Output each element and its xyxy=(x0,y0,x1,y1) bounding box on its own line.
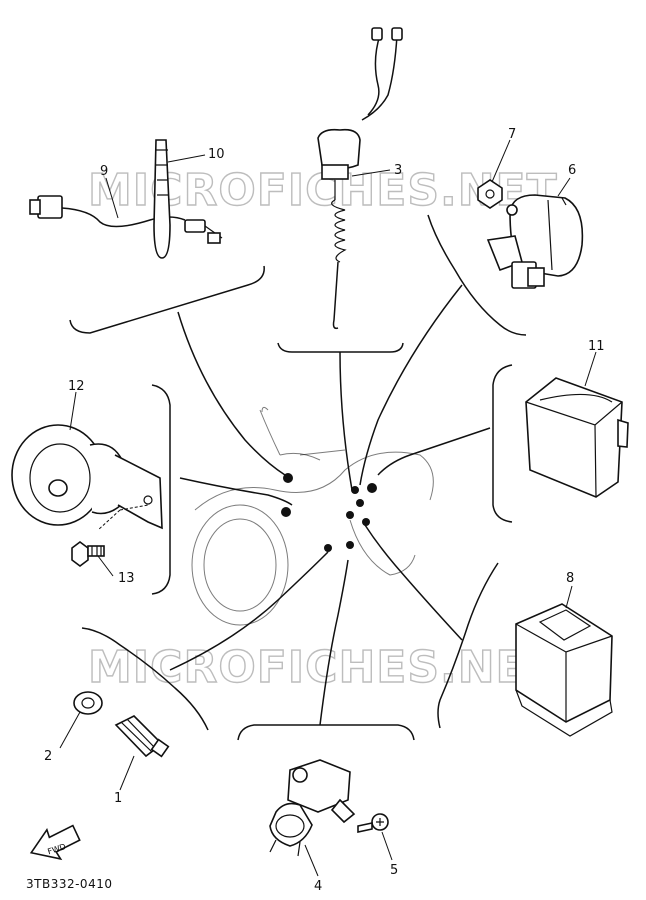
motorcycle-outline xyxy=(191,406,434,626)
callout-11: 11 xyxy=(588,339,605,354)
part-2-washer xyxy=(73,691,103,715)
part-1-switch xyxy=(114,715,170,758)
callout-8: 8 xyxy=(566,571,574,586)
callout-13: 13 xyxy=(118,571,135,586)
callout-5: 5 xyxy=(390,863,398,878)
callout-4: 4 xyxy=(314,879,322,894)
part-13-bolt xyxy=(71,541,105,567)
part-3-switch xyxy=(317,27,403,330)
callout-7: 7 xyxy=(508,127,516,142)
callout-10: 10 xyxy=(208,147,225,162)
callout-1: 1 xyxy=(114,791,122,806)
callout-numbers: 1 2 3 4 5 6 7 8 9 10 11 12 13 xyxy=(44,127,605,894)
part-10-cable-band xyxy=(153,139,171,259)
callout-3: 3 xyxy=(394,163,402,178)
part-11-unit-box xyxy=(525,377,629,498)
callout-9: 9 xyxy=(100,164,108,179)
diagram-code: 3TB332-0410 xyxy=(26,877,112,891)
callout-leaders xyxy=(59,139,597,877)
connector-dots xyxy=(281,473,377,552)
connection-wires xyxy=(169,284,491,726)
part-6-relay xyxy=(486,194,584,289)
group-brackets xyxy=(69,214,527,741)
callout-12: 12 xyxy=(68,379,85,394)
fwd-arrow-icon: FWD xyxy=(29,824,81,861)
part-12-horn xyxy=(11,424,163,531)
part-8-relay xyxy=(515,603,613,737)
callout-6: 6 xyxy=(568,163,576,178)
part-5-screw xyxy=(357,813,389,833)
part-4-switch-assembly xyxy=(269,759,356,857)
callout-2: 2 xyxy=(44,749,52,764)
part-7-nut xyxy=(477,179,503,209)
watermark-bottom: MICROFICHES.NET xyxy=(88,642,558,693)
